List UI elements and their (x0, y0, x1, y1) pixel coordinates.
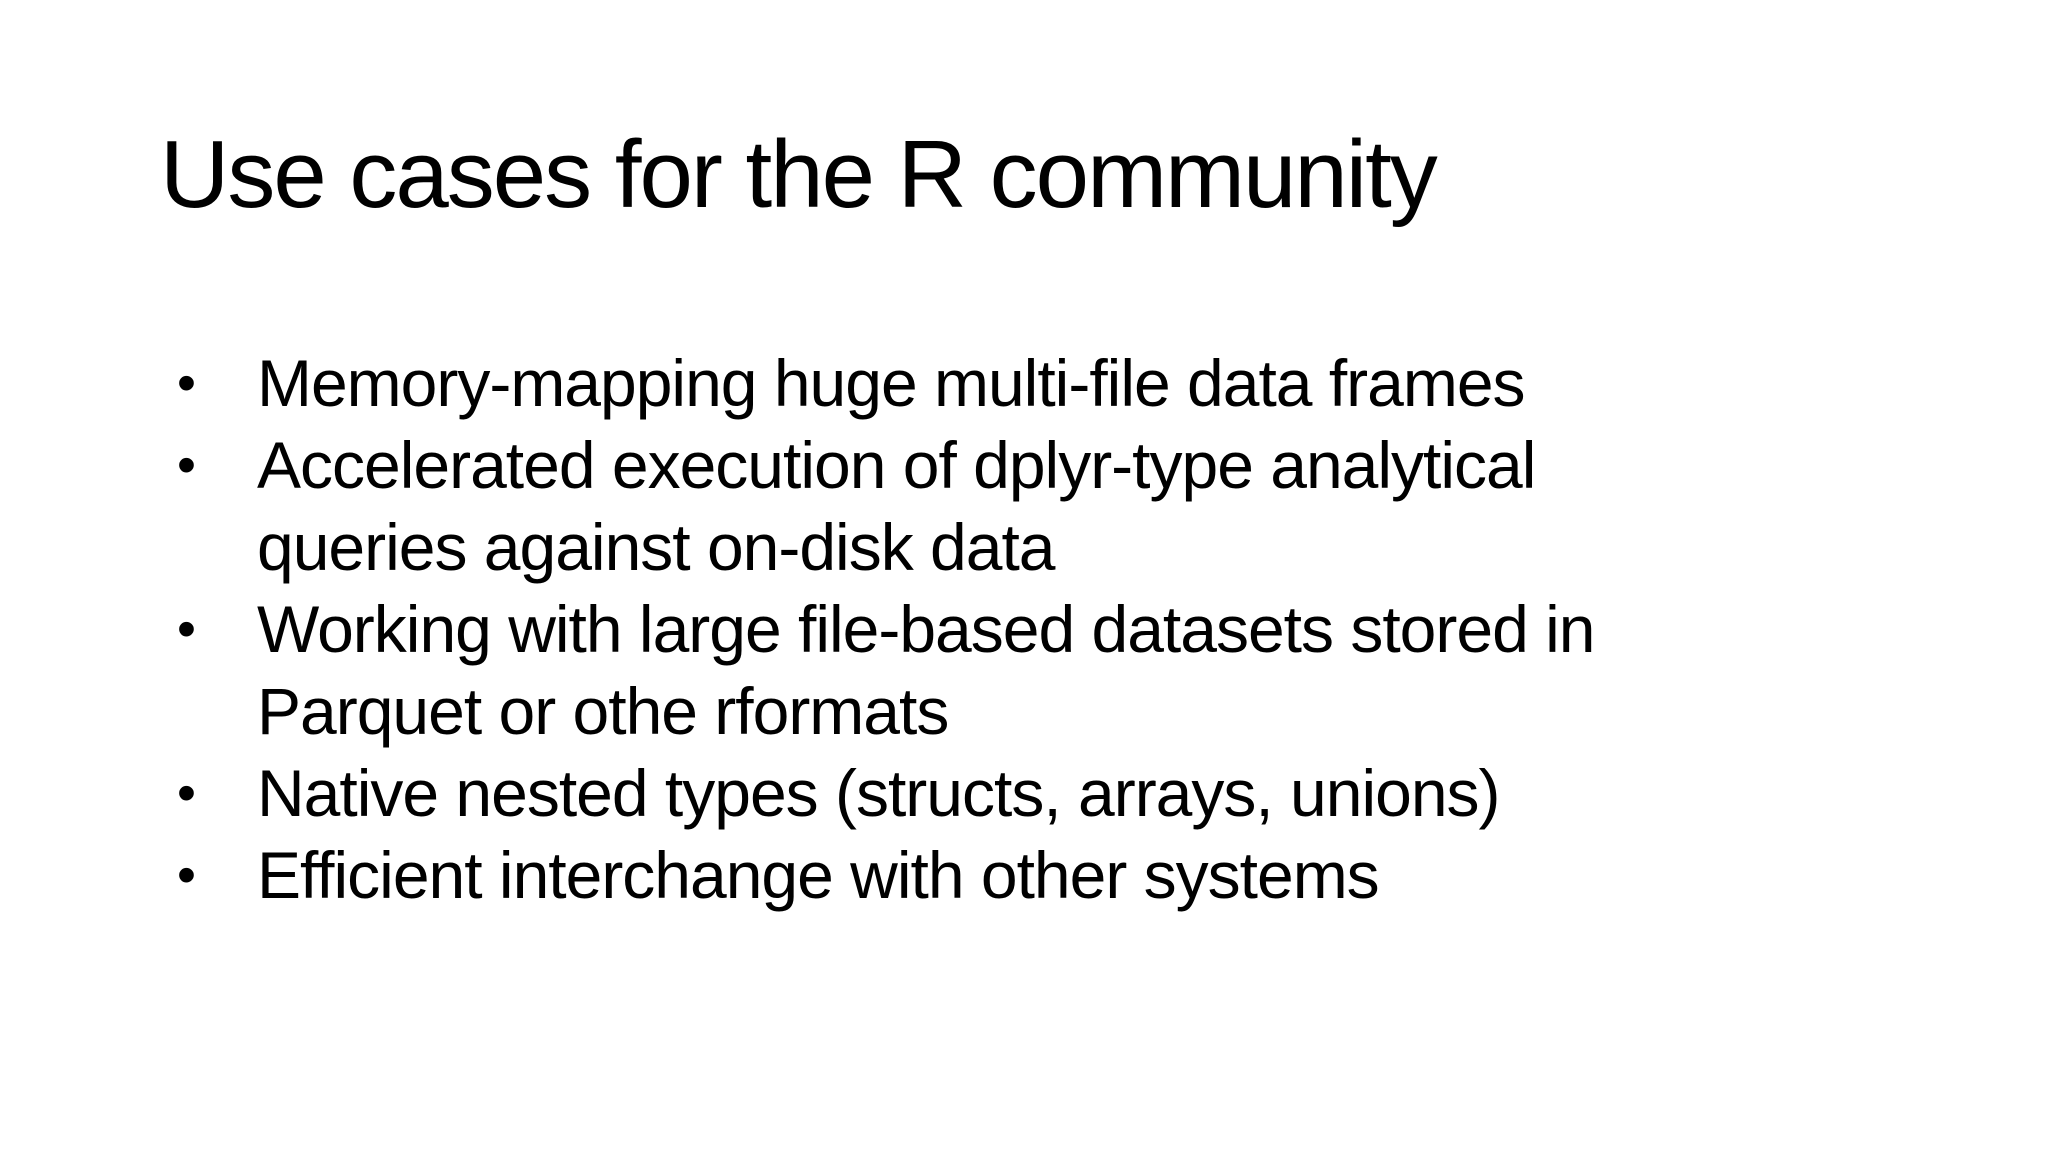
list-item: Native nested types (structs, arrays, un… (177, 752, 1594, 834)
list-item: Working with large file-based datasets s… (177, 588, 1595, 752)
bullet-list: Memory-mapping huge multi-file data fram… (177, 342, 1595, 916)
list-item: Memory-mapping huge multi-file data fram… (177, 342, 1594, 424)
list-item: Accelerated execution of dplyr-type anal… (177, 424, 1594, 588)
list-item: Efficient interchange with other systems (177, 834, 1594, 916)
slide-title: Use cases for the R community (160, 121, 1438, 228)
